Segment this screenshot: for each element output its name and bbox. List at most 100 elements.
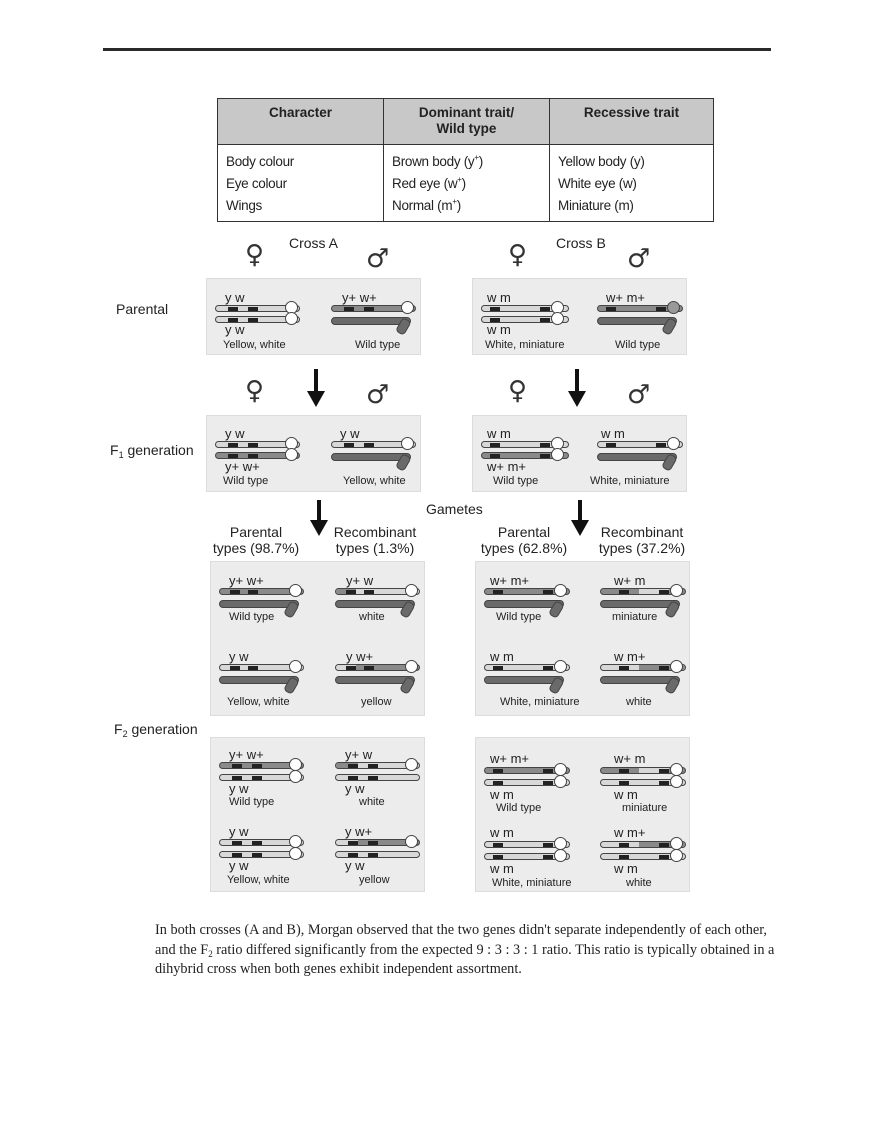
gene-label: w+ m	[614, 751, 646, 766]
gene-label: w m	[601, 426, 625, 441]
gene-label: y w	[345, 781, 365, 796]
x-chromosome	[481, 301, 569, 314]
dominant-value: Normal (m+)	[392, 197, 461, 214]
row-label-parental: Parental	[116, 301, 169, 317]
gene-label: y+ w	[346, 573, 374, 588]
x-chromosome	[335, 851, 420, 858]
gene-label: y w	[345, 858, 365, 873]
phenotype-caption: white	[359, 611, 385, 623]
x-chromosome	[481, 312, 569, 325]
cross-b-f2-panel: w+ m+ w m Wild type w+ m w m miniature w…	[475, 737, 690, 892]
cross-b-gametes-panel: w+ m+ Wild type w+ m miniature w m White…	[475, 561, 690, 716]
header-text: Recessive trait	[583, 105, 680, 120]
row-label-f2: F2 generation	[114, 721, 198, 739]
phenotype-caption: Wild type	[493, 475, 539, 487]
x-chromosome	[335, 660, 420, 673]
female-symbol-icon: ♀	[508, 240, 528, 270]
y-chromosome	[600, 600, 680, 608]
x-chromosome	[481, 448, 569, 461]
header-text: Dominant trait/	[418, 105, 515, 120]
dominant-value: Brown body (y+)	[392, 153, 483, 170]
cross-b-title: Cross B	[556, 235, 606, 251]
x-chromosome	[219, 660, 304, 673]
gene-label: y w+	[345, 824, 373, 839]
x-chromosome	[600, 837, 686, 850]
gene-label: y w	[225, 322, 245, 337]
phenotype-caption: Wild type	[229, 611, 275, 623]
y-chromosome	[600, 676, 680, 684]
male-symbol-icon: ♂	[627, 380, 651, 410]
phenotype-caption: Yellow, white	[223, 339, 286, 351]
trait-table: Character Dominant trait/Wild type Reces…	[217, 98, 714, 222]
phenotype-caption: White, miniature	[500, 696, 580, 708]
body-paragraph: In both crosses (A and B), Morgan observ…	[155, 922, 775, 977]
cross-a-f2-panel: y+ w+ y w Wild type y+ w y w white y w y…	[210, 737, 425, 892]
phenotype-caption: miniature	[622, 802, 668, 814]
gene-label: w m	[490, 649, 514, 664]
arrow-down-icon	[571, 500, 589, 536]
y-chromosome	[219, 676, 299, 684]
x-chromosome	[335, 758, 420, 771]
row-label-f1: F1 generation	[110, 442, 194, 460]
x-chromosome	[219, 835, 304, 848]
phenotype-caption: Wild type	[229, 796, 275, 808]
x-chromosome	[335, 774, 420, 781]
phenotype-caption: Wild type	[223, 475, 269, 487]
gene-label: w+ m+	[490, 573, 530, 588]
y-chromosome	[219, 600, 299, 608]
female-symbol-icon: ♀	[245, 240, 265, 270]
x-chromosome	[484, 584, 570, 597]
gene-label: y+ w+	[342, 290, 377, 305]
female-symbol-icon: ♀	[245, 376, 265, 406]
gene-label: w m	[490, 787, 514, 802]
phenotype-caption: Wild type	[496, 802, 542, 814]
phenotype-caption: white	[626, 696, 652, 708]
phenotype-caption: miniature	[612, 611, 658, 623]
male-symbol-icon: ♂	[366, 380, 390, 410]
character-value: Body colour	[226, 154, 294, 169]
character-value: Wings	[226, 198, 263, 213]
male-symbol-icon: ♂	[366, 244, 390, 274]
recessive-cell: Yellow body (y) White eye (w) Miniature …	[549, 144, 714, 222]
x-chromosome	[335, 584, 420, 597]
y-chromosome	[484, 600, 564, 608]
gametes-label: Gametes	[426, 501, 483, 517]
gene-label: y w	[340, 426, 360, 441]
gene-label: y w	[229, 858, 249, 873]
character-cell: Body colour Eye colour Wings	[217, 144, 384, 222]
table-header-row: Character Dominant trait/Wild type Reces…	[217, 98, 714, 145]
gene-label: w m	[614, 787, 638, 802]
gene-label: w m	[487, 426, 511, 441]
arrow-down-icon	[310, 500, 328, 536]
gene-label: y w+	[346, 649, 374, 664]
male-symbol-icon: ♂	[627, 244, 651, 274]
phenotype-caption: Yellow, white	[227, 696, 290, 708]
gene-label: w m+	[614, 825, 646, 840]
x-chromosome	[331, 437, 416, 450]
x-chromosome	[335, 835, 420, 848]
phenotype-caption: white	[359, 796, 385, 808]
gene-label: w m	[490, 825, 514, 840]
gene-label: w+ m	[614, 573, 646, 588]
header-text: Character	[268, 105, 333, 120]
gene-label: y w	[229, 781, 249, 796]
gene-label: w+ m+	[606, 290, 646, 305]
x-chromosome	[219, 770, 304, 783]
cross-a-title: Cross A	[289, 235, 339, 251]
gene-label: w m	[490, 861, 514, 876]
y-chromosome	[484, 676, 564, 684]
cross-a-parental-panel: y w y w Yellow, white y+ w+ Wild type	[206, 278, 421, 355]
gene-label: w+ m+	[490, 751, 530, 766]
x-chromosome	[484, 763, 570, 776]
x-chromosome	[600, 775, 686, 788]
phenotype-caption: Yellow, white	[227, 874, 290, 886]
character-value: Eye colour	[226, 176, 287, 191]
x-chromosome	[484, 660, 570, 673]
cross-b-f1-panel: w m w+ m+ Wild type w m White, miniature	[472, 415, 687, 492]
gene-label: y+ w+	[229, 573, 264, 588]
recessive-value: Miniature (m)	[558, 198, 634, 213]
phenotype-caption: White, miniature	[485, 339, 565, 351]
